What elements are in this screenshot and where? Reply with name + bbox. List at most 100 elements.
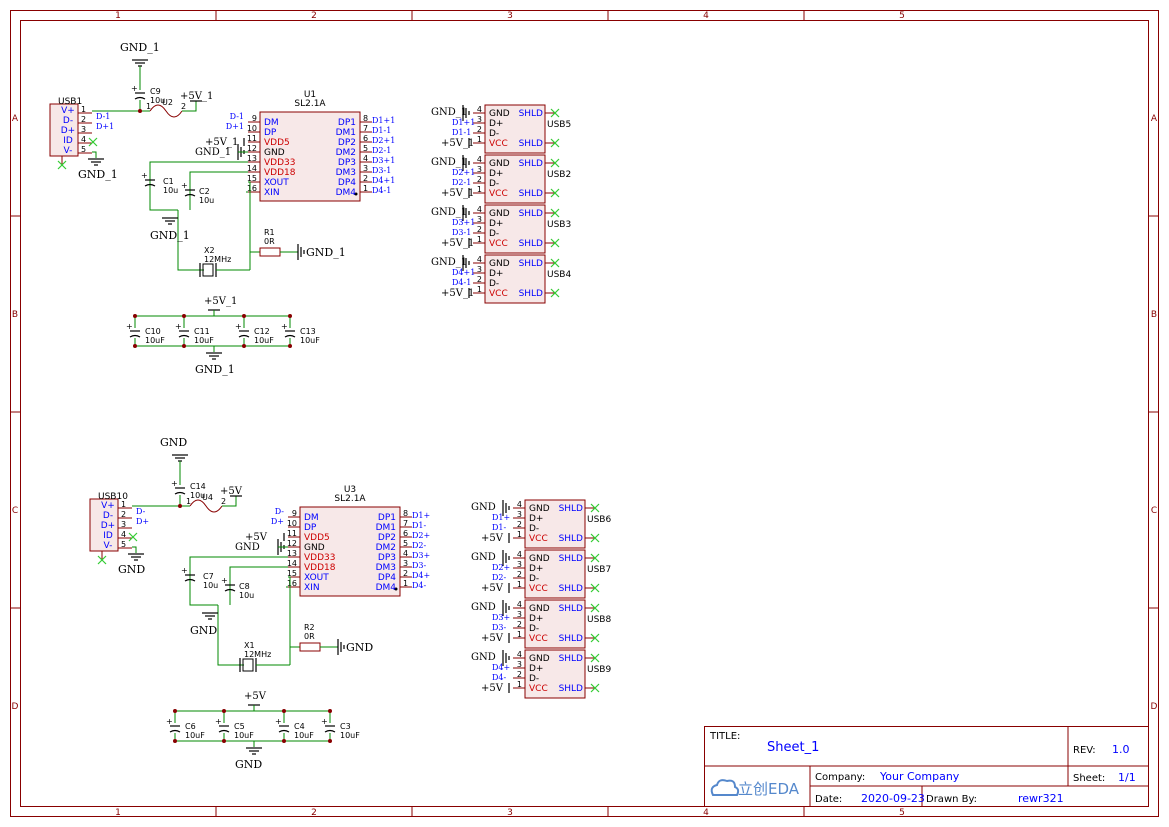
capacitor-ref: C4 [294,722,305,731]
usb-input-pin-number: 4 [121,530,126,539]
wire [248,181,251,270]
hub-right-pin: DP4 [378,573,396,583]
port-pin: D+ [529,614,543,624]
port-pin-number: 1 [477,285,482,294]
port-pin-number: 2 [477,175,482,184]
capacitor-value: 10uF [340,731,360,740]
usb-port-connector [484,204,546,254]
title-value: Sheet_1 [767,740,819,755]
hub-left-pin: VDD33 [304,553,335,563]
no-connect-mark [590,603,600,613]
port-pin-number: 1 [517,530,522,539]
hub-pin-number: 11 [287,529,297,538]
capacitor-plus: + [181,181,188,190]
power-label: +5V_1 [180,91,213,102]
usb-input-pin-number: 2 [81,115,86,124]
port-pin-number: 3 [477,115,482,124]
hub-right-pin: DM4 [376,583,397,593]
junction [242,344,246,348]
company-value: Your Company [879,770,960,783]
port-pin: SHLD [519,139,543,149]
no-connect-stroke [88,137,98,147]
capacitor-plus: + [281,322,288,331]
ground-label: GND_1 [431,107,467,118]
ground-label: GND [235,542,260,553]
wire [222,496,237,507]
hub-right-pin: DP2 [378,533,396,543]
net-label: D2-1 [372,146,391,155]
usb-input-pin-number: 1 [121,500,126,509]
column-label-bottom: 5 [899,808,905,818]
usb-port-ref: USB9 [587,665,611,675]
junction [328,739,332,743]
capacitor-plus: + [181,566,188,575]
port-pin: GND [489,259,510,269]
port-pin-number: 1 [477,135,482,144]
hub-pin-number: 14 [287,559,297,568]
capacitor-plus: + [275,717,282,726]
resistor-ground: GND [337,639,373,655]
hub-pin-number: 7 [363,124,368,133]
hub-right-pin: DM3 [376,563,396,573]
power-label: +5V_1 [204,296,237,307]
net-label: D3+ [492,613,510,622]
no-connect-mark [550,238,560,248]
net-label: D2+1 [372,136,395,145]
port-pin-number: 3 [517,510,522,519]
usb-input-pin: V- [104,541,113,551]
wire [177,210,204,271]
hub-pin-number: 9 [252,114,257,123]
port-pin: D- [529,574,539,584]
fuse-pin-number: 1 [186,497,191,506]
hub-pin-number: 12 [247,144,257,153]
hub-left-pin: GND [304,543,325,553]
capacitor-plate [174,491,186,495]
wire [189,171,248,210]
hub-left-pin: DP [304,523,317,533]
row-label-left: D [12,702,19,712]
capacitor-value: 10uF [145,336,165,345]
capacitor-plus: + [221,576,228,585]
fuse-pin-number: 2 [181,102,186,111]
hub-left-pin: VDD18 [264,168,296,178]
port-pin-number: 2 [477,225,482,234]
resistor-ref: R1 [264,228,275,237]
capacitor-plus: + [235,322,242,331]
no-connect-mark [88,137,98,147]
junction [138,109,142,113]
ground-label: GND [118,563,145,576]
port-pin-number: 2 [477,125,482,134]
net-label: D3- [492,623,507,632]
ground-label: GND_1 [306,246,346,259]
no-connect-mark [590,683,600,693]
hub-pin-number: 16 [287,579,297,588]
port-pin-number: 1 [517,680,522,689]
resistor-value: 0R [304,632,315,641]
capacitor-value: 10uF [294,731,314,740]
no-connect-mark [590,653,600,663]
hub-pin-number: 2 [403,569,408,578]
capacitor-value: 10uF [185,731,205,740]
port-pin: GND [529,604,550,614]
net-label: D+1 [226,122,244,131]
junction [288,344,292,348]
port-pin-number: 4 [517,650,522,659]
no-connect-mark [590,503,600,513]
capacitor-plate [144,183,156,187]
capacitor-plus: + [141,171,148,180]
capacitor-plate [134,96,146,100]
column-label-bottom: 4 [703,808,709,818]
net-label: D- [275,507,285,516]
capacitor-plate [169,729,181,733]
net-label: D1-1 [372,126,391,135]
column-label-top: 5 [899,11,905,21]
ground-label: GND [471,502,496,513]
crystal-ref: X1 [244,641,255,650]
capacitor-ref: C3 [340,722,351,731]
port-pin-number: 1 [517,580,522,589]
